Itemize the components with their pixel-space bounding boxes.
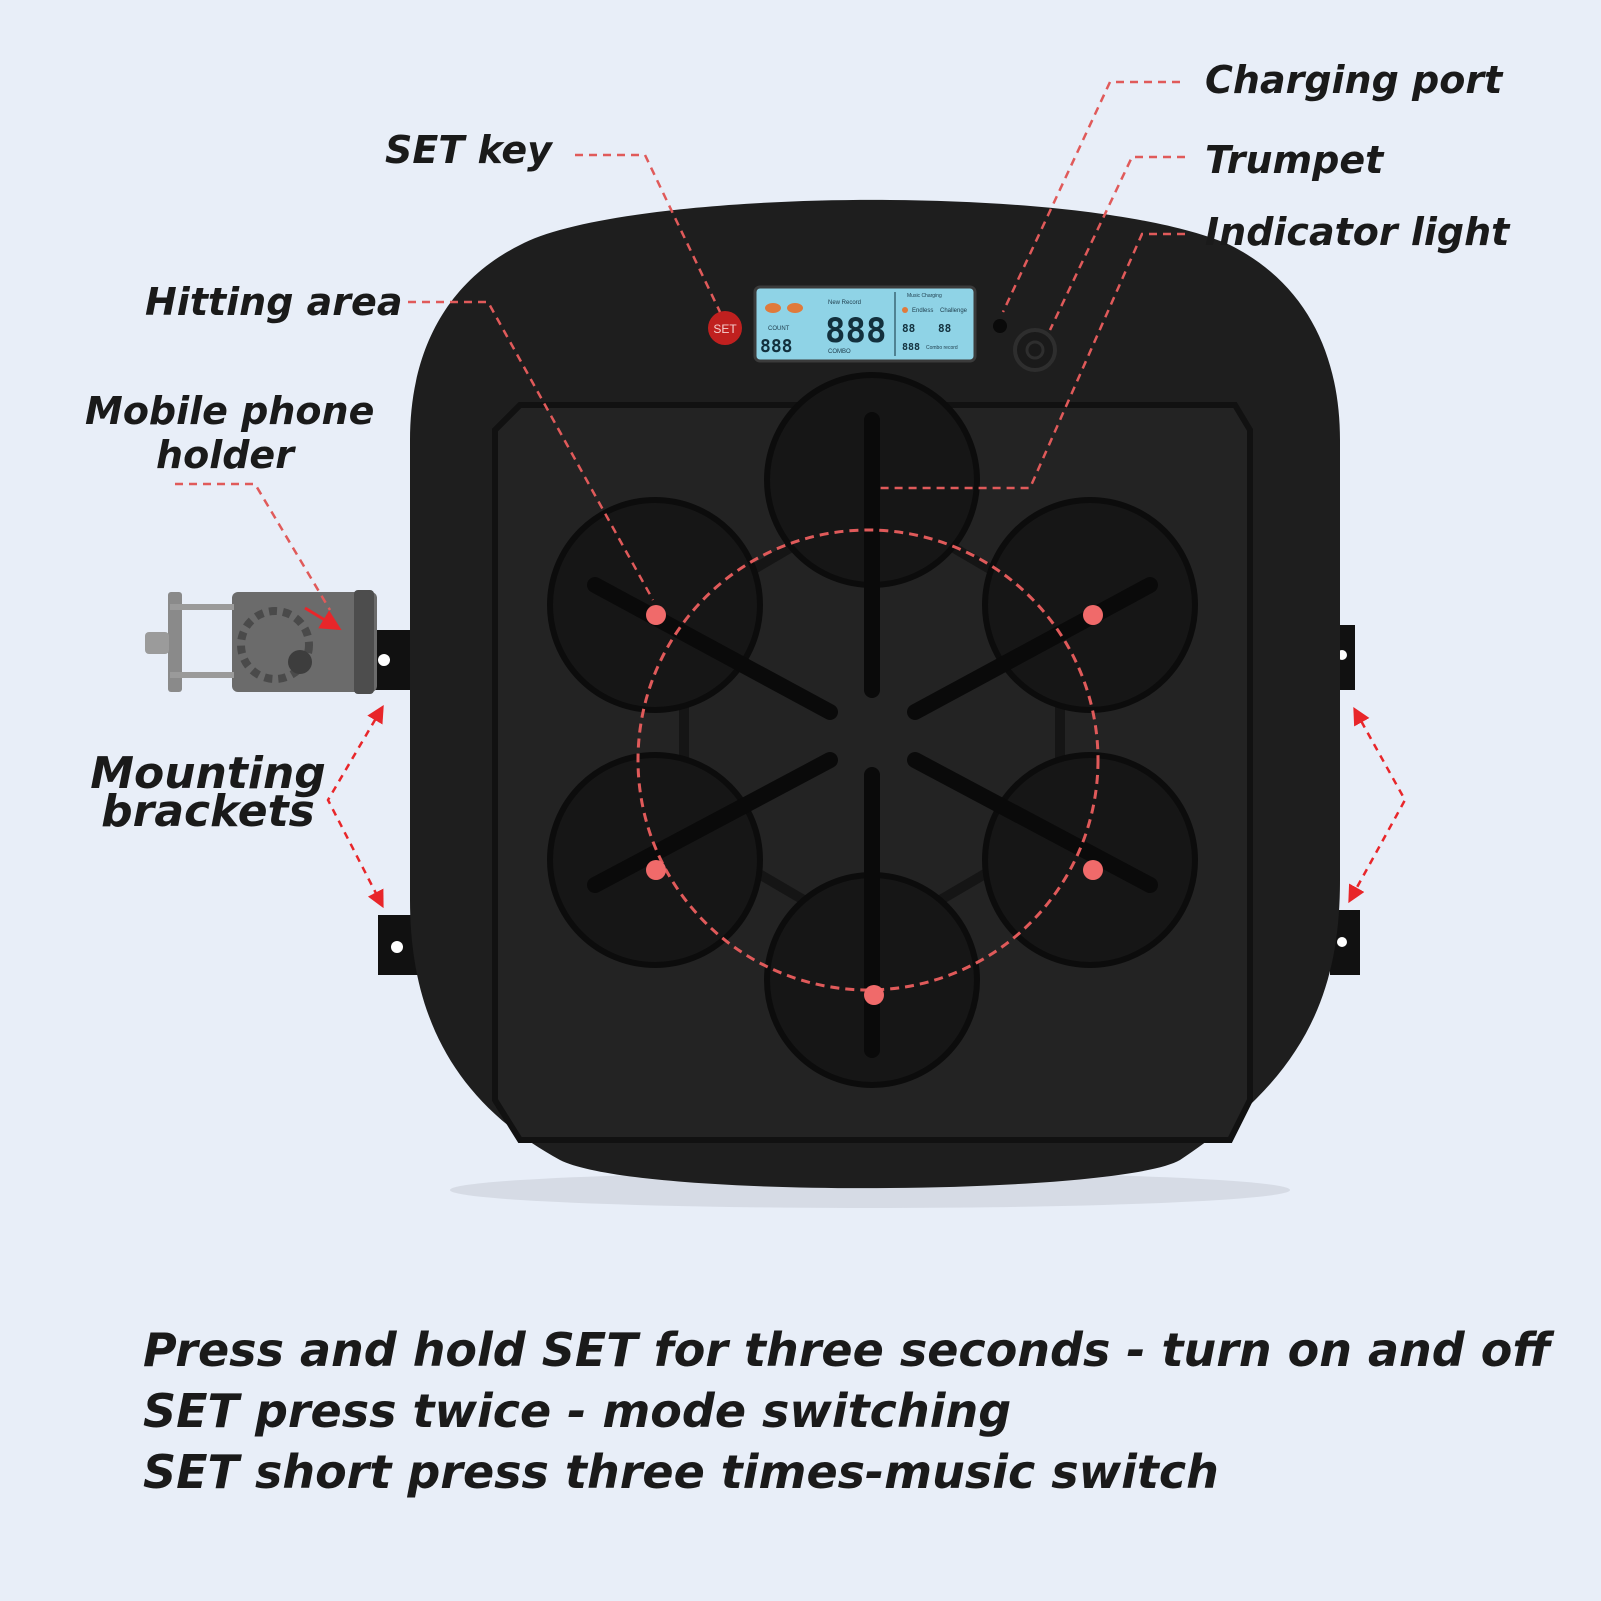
pad-spokes <box>587 412 1158 1058</box>
instruction-line-3: SET short press three times-music switch <box>143 1445 1219 1499</box>
indicator-light-label: Indicator light <box>1205 210 1510 254</box>
hitting-area-label: Hitting area <box>145 280 403 324</box>
hitting-points <box>646 605 1103 1005</box>
mobile-phone-holder-label-line1: Mobile phone <box>85 389 375 433</box>
lcd-count-value: 888 <box>760 336 793 357</box>
set-button[interactable] <box>708 311 742 345</box>
lcd-main-value: 888 <box>825 311 886 351</box>
lcd-combo-record-value: 888 <box>902 342 920 353</box>
pad-upper-right <box>982 497 1198 713</box>
mounting-bracket-bottom-left <box>378 915 420 975</box>
lcd-small-value-2: 88 <box>938 322 951 335</box>
set-button-text: SET <box>713 322 737 336</box>
callout-lines <box>175 80 1185 611</box>
mounting-brackets-label: Mounting brackets <box>88 748 328 837</box>
mobile-phone-holder-label-line2: holder <box>156 433 294 477</box>
instruction-line-2: SET press twice - mode switching <box>143 1384 1012 1438</box>
trumpet-label: Trumpet <box>1205 138 1384 182</box>
instruction-line-1: Press and hold SET for three seconds - t… <box>143 1323 1551 1377</box>
device-shadow <box>450 1172 1290 1208</box>
lcd-combo-record-label: Combo record <box>926 345 958 351</box>
lcd-status-label: Music Charging <box>907 293 942 299</box>
charging-port-icon <box>993 319 1007 333</box>
mounting-arrows <box>326 704 1407 909</box>
lcd-count-label: COUNT <box>768 326 790 332</box>
lcd-challenge-label: Challenge <box>940 308 968 314</box>
lcd-combo-label: COMBO <box>828 349 851 355</box>
pad-upper-left <box>547 497 763 713</box>
set-key-label: SET key <box>385 128 552 172</box>
trumpet-speaker-icon <box>1013 328 1057 372</box>
lcd-new-record-label: New Record <box>828 300 861 306</box>
mounting-brackets-label-line1: Mounting <box>90 748 326 799</box>
mobile-phone-holder-label: Mobile phone holder <box>85 389 375 477</box>
lcd-endless-label: Endless <box>912 308 933 314</box>
charging-port-label: Charging port <box>1205 58 1503 102</box>
lcd-display: COUNT 888 New Record 888 COMBO Music Cha… <box>753 285 977 363</box>
instructions-block: Press and hold SET for three seconds - t… <box>143 1320 1551 1503</box>
mounting-brackets-label-line2: brackets <box>101 786 315 837</box>
mobile-phone-holder <box>145 590 377 694</box>
lcd-small-value-1: 88 <box>902 322 915 335</box>
